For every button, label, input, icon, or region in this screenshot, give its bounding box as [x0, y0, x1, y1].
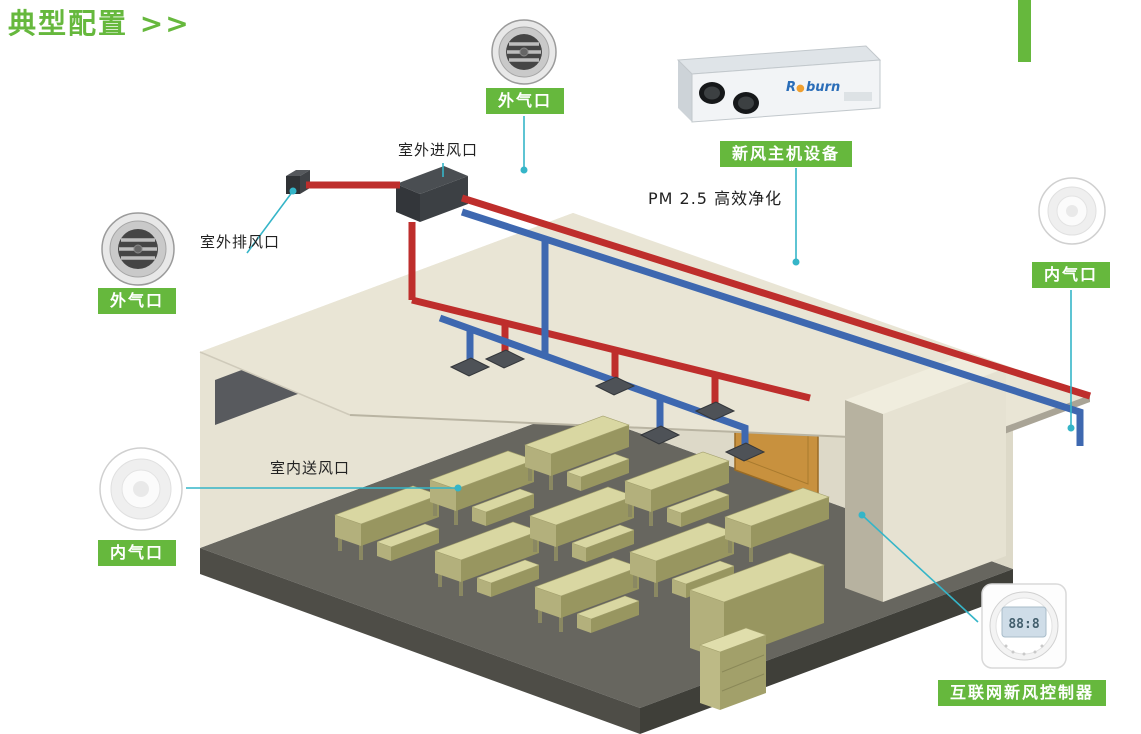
label-outdoor-vent-top: 外气口: [486, 88, 565, 114]
label-main-unit: 新风主机设备: [720, 141, 853, 167]
hrv-unit-photo: R ● burn: [676, 45, 882, 123]
label-indoor-vent-right: 内气口: [1032, 262, 1111, 288]
svg-text:●: ●: [796, 83, 805, 94]
inline-filter-box: [396, 166, 468, 222]
annotation-outdoor-exhaust: 室外排风口: [200, 233, 281, 251]
blue-pipes: [438, 208, 1084, 448]
label-outdoor-vent-left: 外气口: [98, 288, 177, 314]
svg-text:burn: burn: [806, 80, 840, 95]
controller-photo: 88:8: [981, 583, 1067, 669]
outdoor-vent-photo-top: [491, 19, 557, 85]
controller-display: 88:8: [1008, 617, 1039, 632]
callout-dots: [289, 166, 1075, 519]
annotation-pm25: PM 2.5 高效净化: [648, 189, 783, 208]
ceiling-diffuser-plates: [449, 349, 766, 462]
svg-text:R: R: [786, 80, 796, 95]
annotation-indoor-supply: 室内送风口: [270, 459, 351, 477]
indoor-diffuser-photo-left: [99, 447, 183, 531]
page-title: 典型配置 >>: [8, 7, 191, 40]
hrv-brand-logo: R ● burn: [786, 80, 840, 95]
front-right-wall: [845, 354, 1006, 602]
controller-lcd: [1001, 606, 1047, 638]
label-indoor-vent-left: 内气口: [98, 540, 177, 566]
annotation-outdoor-intake: 室外进风口: [398, 141, 479, 159]
outdoor-vent-photo-left: [101, 212, 175, 286]
callout-lines: [186, 116, 1072, 623]
label-controller: 互联网新风控制器: [938, 680, 1107, 706]
indoor-diffuser-photo-right: [1038, 177, 1106, 245]
green-accent-bar: [1018, 0, 1031, 62]
teacher-desk: [689, 552, 825, 710]
